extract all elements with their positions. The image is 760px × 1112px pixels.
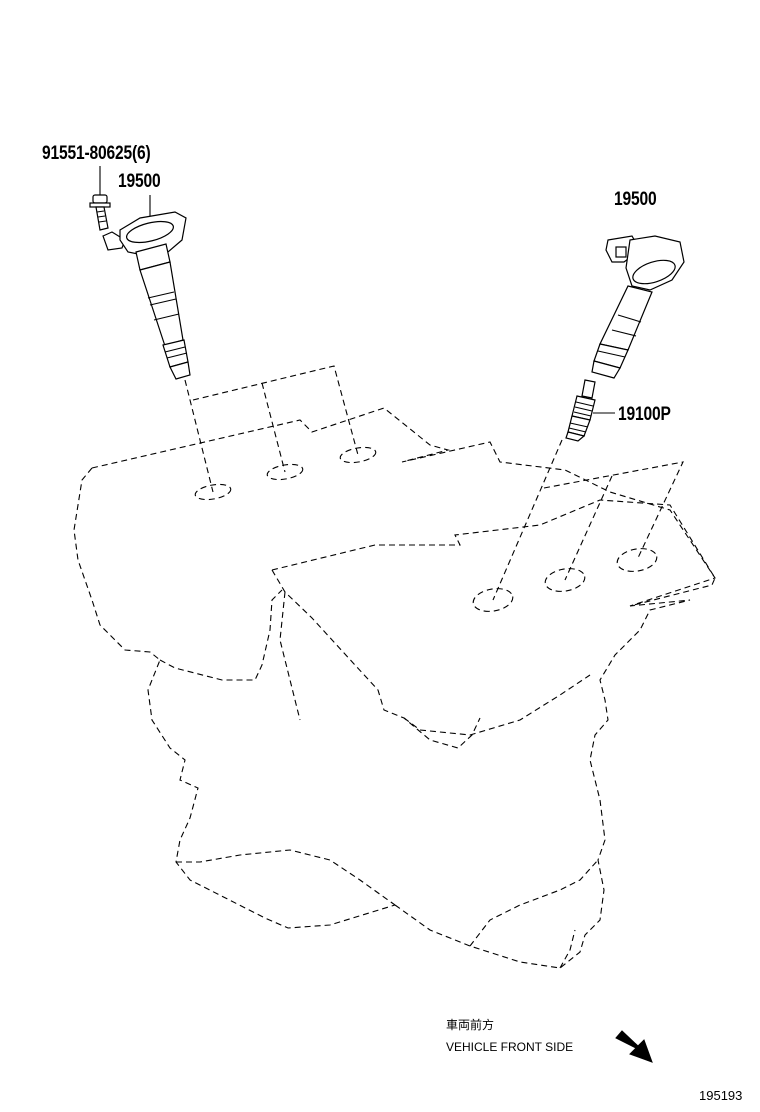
plug-hole [472, 588, 514, 612]
engine-outline [73, 407, 716, 969]
plug-hole [616, 548, 658, 572]
arrow-down-right-icon [615, 1030, 653, 1063]
ignition-coil-part-number-right: 19500 [614, 189, 657, 210]
plug-hole [339, 446, 377, 464]
plug-hole [544, 568, 586, 592]
bolt-part [89, 194, 111, 231]
plug-hole [194, 483, 232, 501]
front-side-label-en: VEHICLE FRONT SIDE [446, 1040, 574, 1054]
front-side-label-jp: 車両前方 [446, 1018, 495, 1032]
bolt-part-number: 91551-80625(6) [42, 143, 151, 164]
ignition-coil-right [591, 235, 685, 379]
installation-leaders [184, 365, 684, 601]
ignition-coil-part-number-left: 19500 [118, 171, 161, 192]
spark-plug-part-number: 19100P [618, 404, 671, 425]
spark-plug-holes [194, 446, 658, 612]
ignition-coil-left [102, 211, 191, 380]
spark-plug [565, 379, 596, 442]
illustration-number: 195193 [699, 1088, 743, 1103]
